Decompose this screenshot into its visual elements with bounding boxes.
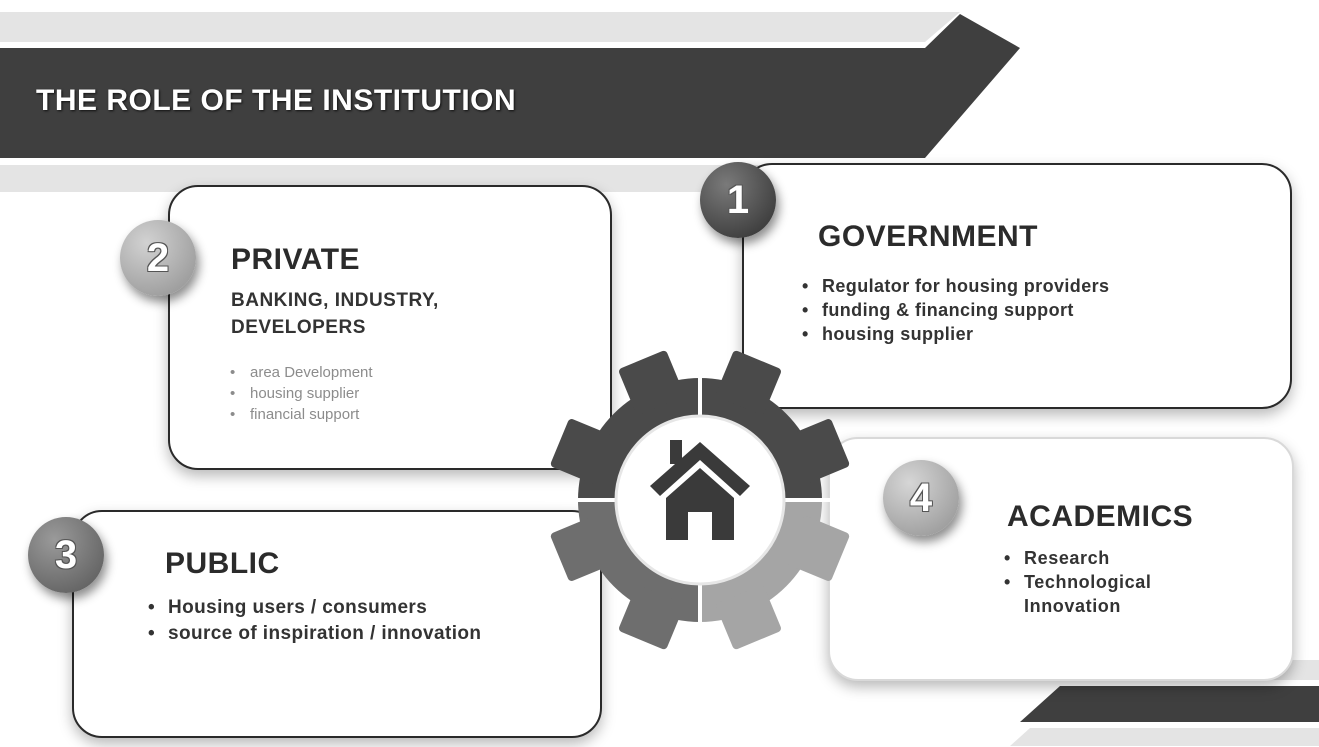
academics-bullet: Research (1002, 546, 1202, 570)
private-bullet: housing supplier (228, 383, 373, 404)
public-title: PUBLIC (165, 547, 280, 580)
private-subtitle: BANKING, INDUSTRY, DEVELOPERS (231, 287, 439, 341)
banner-title: THE ROLE OF THE INSTITUTION (36, 84, 517, 117)
private-title: PRIVATE (231, 243, 361, 276)
banner-arrow (0, 14, 1020, 158)
government-bullet: housing supplier (800, 322, 1109, 346)
banner-top-stripe (0, 12, 960, 42)
academics-bullet: Technological Innovation (1002, 570, 1202, 618)
public-bullet: source of inspiration / innovation (146, 621, 481, 647)
badge-3: 3 (28, 517, 104, 593)
badge-4: 4 (883, 460, 959, 536)
private-bullet: area Development (228, 362, 373, 383)
academics-title: ACADEMICS (1007, 500, 1194, 533)
private-bullet: financial support (228, 404, 373, 425)
private-subtitle-line: BANKING, INDUSTRY, (231, 290, 439, 311)
government-bullets: Regulator for housing providers funding … (800, 274, 1109, 346)
house-icon (650, 440, 750, 540)
public-bullet: Housing users / consumers (146, 595, 481, 621)
badge-1: 1 (700, 162, 776, 238)
academics-bullets: Research Technological Innovation (1002, 546, 1202, 618)
public-bullets: Housing users / consumers source of insp… (146, 595, 481, 647)
government-bullet: Regulator for housing providers (800, 274, 1109, 298)
private-bullets: area Development housing supplier financ… (228, 362, 373, 425)
private-card (168, 185, 612, 470)
government-bullet: funding & financing support (800, 298, 1109, 322)
government-title: GOVERNMENT (818, 220, 1039, 253)
private-subtitle-line: DEVELOPERS (231, 317, 366, 338)
badge-2: 2 (120, 220, 196, 296)
